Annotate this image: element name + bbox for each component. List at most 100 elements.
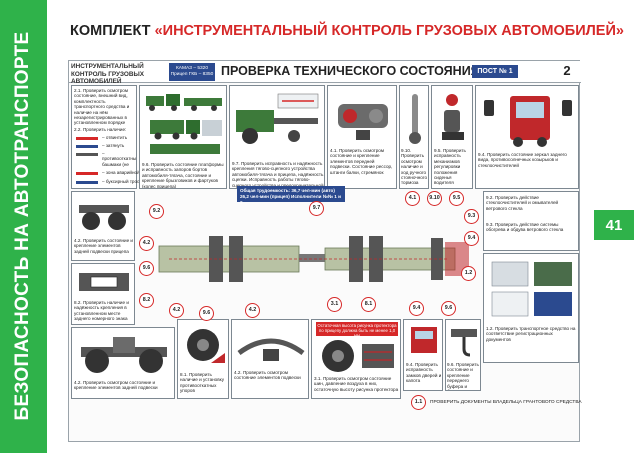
panel-4-2-elements-text: 4.2. Проверить осмотром состояние элемен… bbox=[234, 370, 301, 381]
panel-4-2-trailer-text: 4.2. Проверить состояние и крепление эле… bbox=[74, 238, 133, 254]
main-title-bold: «ИНСТРУМЕНТАЛЬНЫЙ КОНТРОЛЬ ГРУЗОВЫХ АВТО… bbox=[154, 23, 624, 39]
trailer-suspension-svg bbox=[79, 205, 129, 230]
page-number-tab: 41 bbox=[594, 210, 634, 240]
license-plate-svg bbox=[79, 273, 129, 291]
front-suspension-illustration bbox=[332, 90, 394, 144]
marker-1-2: 1.2 bbox=[461, 266, 476, 281]
legend-item-chocks: – противооткатные башмаки (не менее 2-х … bbox=[102, 151, 136, 168]
wheel-chock-illustration bbox=[181, 323, 227, 369]
cab-illustration bbox=[480, 90, 576, 150]
panel-2-1: 2.1. Проверить осмотром состояние, внешн… bbox=[71, 85, 163, 189]
panel-9-3-text: 9.3. Проверить действие системы обогрева… bbox=[486, 222, 564, 233]
hand-brake-svg bbox=[409, 94, 421, 144]
panel-1-2: 1.2. Проверить транспортное средство на … bbox=[483, 253, 579, 363]
wheel-chock-svg bbox=[187, 329, 225, 363]
truck-illustration bbox=[144, 90, 224, 158]
panel-9-5-text: 9.5. Проверить исправность механизмов ре… bbox=[434, 148, 466, 186]
side-banner-text: БЕЗОПАСНОСТЬ НА АВТОТРАНСПОРТЕ bbox=[12, 31, 33, 421]
marker-9-2: 9.2 bbox=[149, 204, 164, 219]
footer-text: ПРОВЕРИТЬ ДОКУМЕНТЫ ВЛАДЕЛЬЦА ГРАНТОВОГО… bbox=[430, 400, 582, 405]
chassis-diagram bbox=[149, 206, 479, 316]
documents-check-footer: 1.1 ПРОВЕРИТЬ ДОКУМЕНТЫ ВЛАДЕЛЬЦА ГРАНТО… bbox=[411, 395, 582, 410]
legend-item-unscrew: – отвинтить bbox=[102, 135, 128, 140]
legend-swatch-tow bbox=[76, 181, 98, 184]
vehicle-badge: КАМАЗ – 5320 Прицеп ГКБ – 8350 bbox=[169, 63, 215, 81]
suspension-elements-illustration bbox=[235, 323, 307, 367]
panel-3-1-text: 3.1. Проверить осмотром состояние шин, д… bbox=[314, 376, 399, 392]
marker-8-1: 8.1 bbox=[361, 297, 376, 312]
marker-9-6-right: 9.6 bbox=[441, 301, 456, 316]
panel-4-2-rear-text: 4.2. Проверить осмотром состояние и креп… bbox=[74, 380, 158, 391]
seat-illustration bbox=[436, 90, 470, 146]
legend-item-tow: – буксирный трос bbox=[102, 179, 140, 184]
front-suspension-svg bbox=[338, 104, 388, 140]
panel-3-1: Остаточная высота рисунка протектора по … bbox=[311, 319, 401, 399]
coupling-svg bbox=[236, 93, 319, 144]
panel-9-10-text: 9.10. Проверить осмотром наличие и ход р… bbox=[401, 148, 427, 186]
panel-9-4-doors-text: 9.4. Проверить исправность замков дверей… bbox=[406, 362, 442, 384]
truck-svg bbox=[146, 94, 222, 154]
cab-door-svg bbox=[411, 327, 437, 353]
legend-swatch-unscrew bbox=[76, 137, 98, 140]
marker-4-2-bottom: 4.2 bbox=[169, 303, 184, 318]
chassis-svg bbox=[158, 236, 469, 282]
trailer-suspension-illustration bbox=[75, 195, 133, 235]
panel-9-2-text: 9.2. Проверить действие стеклоочистителе… bbox=[486, 195, 559, 211]
marker-4-2-center: 4.2 bbox=[245, 303, 260, 318]
marker-4-2-left: 4.2 bbox=[139, 236, 154, 251]
marker-9-4: 9.4 bbox=[464, 231, 479, 246]
panel-4-2-elements: 4.2. Проверить осмотром состояние элемен… bbox=[231, 319, 309, 399]
panel-9-6: 9.6. Проверить состояние платформы и исп… bbox=[139, 85, 227, 189]
panel-9-4: 9.4. Проверить состояние зеркал заднего … bbox=[475, 85, 579, 189]
poster-number: 2 bbox=[563, 63, 571, 78]
panel-1-2-text: 1.2. Проверить транспортное средство на … bbox=[486, 326, 576, 342]
hand-brake-illustration bbox=[402, 90, 428, 146]
documents-illustration bbox=[488, 258, 576, 322]
side-banner: БЕЗОПАСНОСТЬ НА АВТОТРАНСПОРТЕ bbox=[0, 0, 47, 453]
cab-svg bbox=[484, 96, 572, 147]
panel-8-2: 8.2. Проверить наличие и надёжность креп… bbox=[71, 263, 135, 325]
panel-9-2: 9.2. Проверить действие стеклоочистителе… bbox=[483, 191, 579, 251]
documents-svg bbox=[491, 261, 572, 317]
panel-9-7-text: 9.7. Проверить исправность и надёжность … bbox=[232, 161, 324, 188]
marker-3-1: 3.1 bbox=[327, 297, 342, 312]
panel-8-2-text: 8.2. Проверить наличие и надёжность креп… bbox=[74, 300, 129, 322]
marker-9-5: 9.5 bbox=[449, 191, 464, 206]
post-badge: ПОСТ № 1 bbox=[472, 65, 518, 78]
panel-8-1: 8.1. Проверить наличие и установку проти… bbox=[177, 319, 229, 399]
legend-swatch-chocks bbox=[76, 153, 98, 156]
marker-9-4-bottom: 9.4 bbox=[409, 301, 424, 316]
marker-9-7: 9.7 bbox=[309, 201, 324, 216]
legend-swatch-tighten bbox=[76, 145, 98, 148]
panel-9-7: 9.7. Проверить исправность и надёжность … bbox=[229, 85, 325, 189]
legend-item-stop: – зона аварийной остановки bbox=[102, 170, 163, 175]
panel-4-1-text: 4.1. Проверить осмотром состояние и креп… bbox=[330, 148, 393, 175]
panel-9-4-text: 9.4. Проверить состояние зеркал заднего … bbox=[478, 152, 567, 168]
poster-header: ИНСТРУМЕНТАЛЬНЫЙ КОНТРОЛЬ ГРУЗОВЫХ АВТОМ… bbox=[69, 61, 581, 86]
panel-9-4-doors: 9.4. Проверить исправность замков дверей… bbox=[403, 319, 443, 391]
marker-9-3: 9.3 bbox=[464, 209, 479, 224]
marker-9-6-left: 9.6 bbox=[139, 261, 154, 276]
license-plate-illustration bbox=[75, 267, 133, 297]
tow-hook-illustration bbox=[449, 323, 479, 359]
panel-9-6-bumper-text: 9.6. Проверить состояние и крепление пер… bbox=[447, 362, 479, 390]
panel-9-6-text: 9.6. Проверить состояние платформы и исп… bbox=[142, 162, 224, 188]
main-title: КОМПЛЕКТ «ИНСТРУМЕНТАЛЬНЫЙ КОНТРОЛЬ ГРУЗ… bbox=[70, 23, 630, 39]
cab-door-illustration bbox=[407, 323, 441, 359]
panel-9-10: 9.10. Проверить осмотром наличие и ход р… bbox=[399, 85, 429, 189]
tow-hook-svg bbox=[451, 329, 477, 357]
labor-info: Общая трудоемкость: 36,7 чел-мин (авто) … bbox=[237, 186, 345, 205]
panel-4-1: 4.1. Проверить осмотром состояние и креп… bbox=[327, 85, 397, 189]
marker-4-1: 4.1 bbox=[405, 191, 420, 206]
panel-4-2-trailer: 4.2. Проверить состояние и крепление эле… bbox=[71, 191, 135, 261]
legend-swatch-stop bbox=[76, 172, 98, 175]
rear-axle-illustration bbox=[75, 331, 173, 377]
legend-item-tighten: – затянуть bbox=[102, 143, 125, 148]
coupling-illustration bbox=[234, 90, 322, 160]
poster: ИНСТРУМЕНТАЛЬНЫЙ КОНТРОЛЬ ГРУЗОВЫХ АВТОМ… bbox=[68, 60, 582, 442]
marker-9-6-bottom: 9.6 bbox=[199, 306, 214, 321]
panel-8-1-text: 8.1. Проверить наличие и установку проти… bbox=[180, 372, 225, 394]
marker-9-10: 9.10 bbox=[427, 191, 442, 206]
poster-subtitle: ИНСТРУМЕНТАЛЬНЫЙ КОНТРОЛЬ ГРУЗОВЫХ АВТОМ… bbox=[71, 63, 145, 86]
tread-depth-label: Остаточная высота рисунка протектора по … bbox=[316, 322, 398, 338]
